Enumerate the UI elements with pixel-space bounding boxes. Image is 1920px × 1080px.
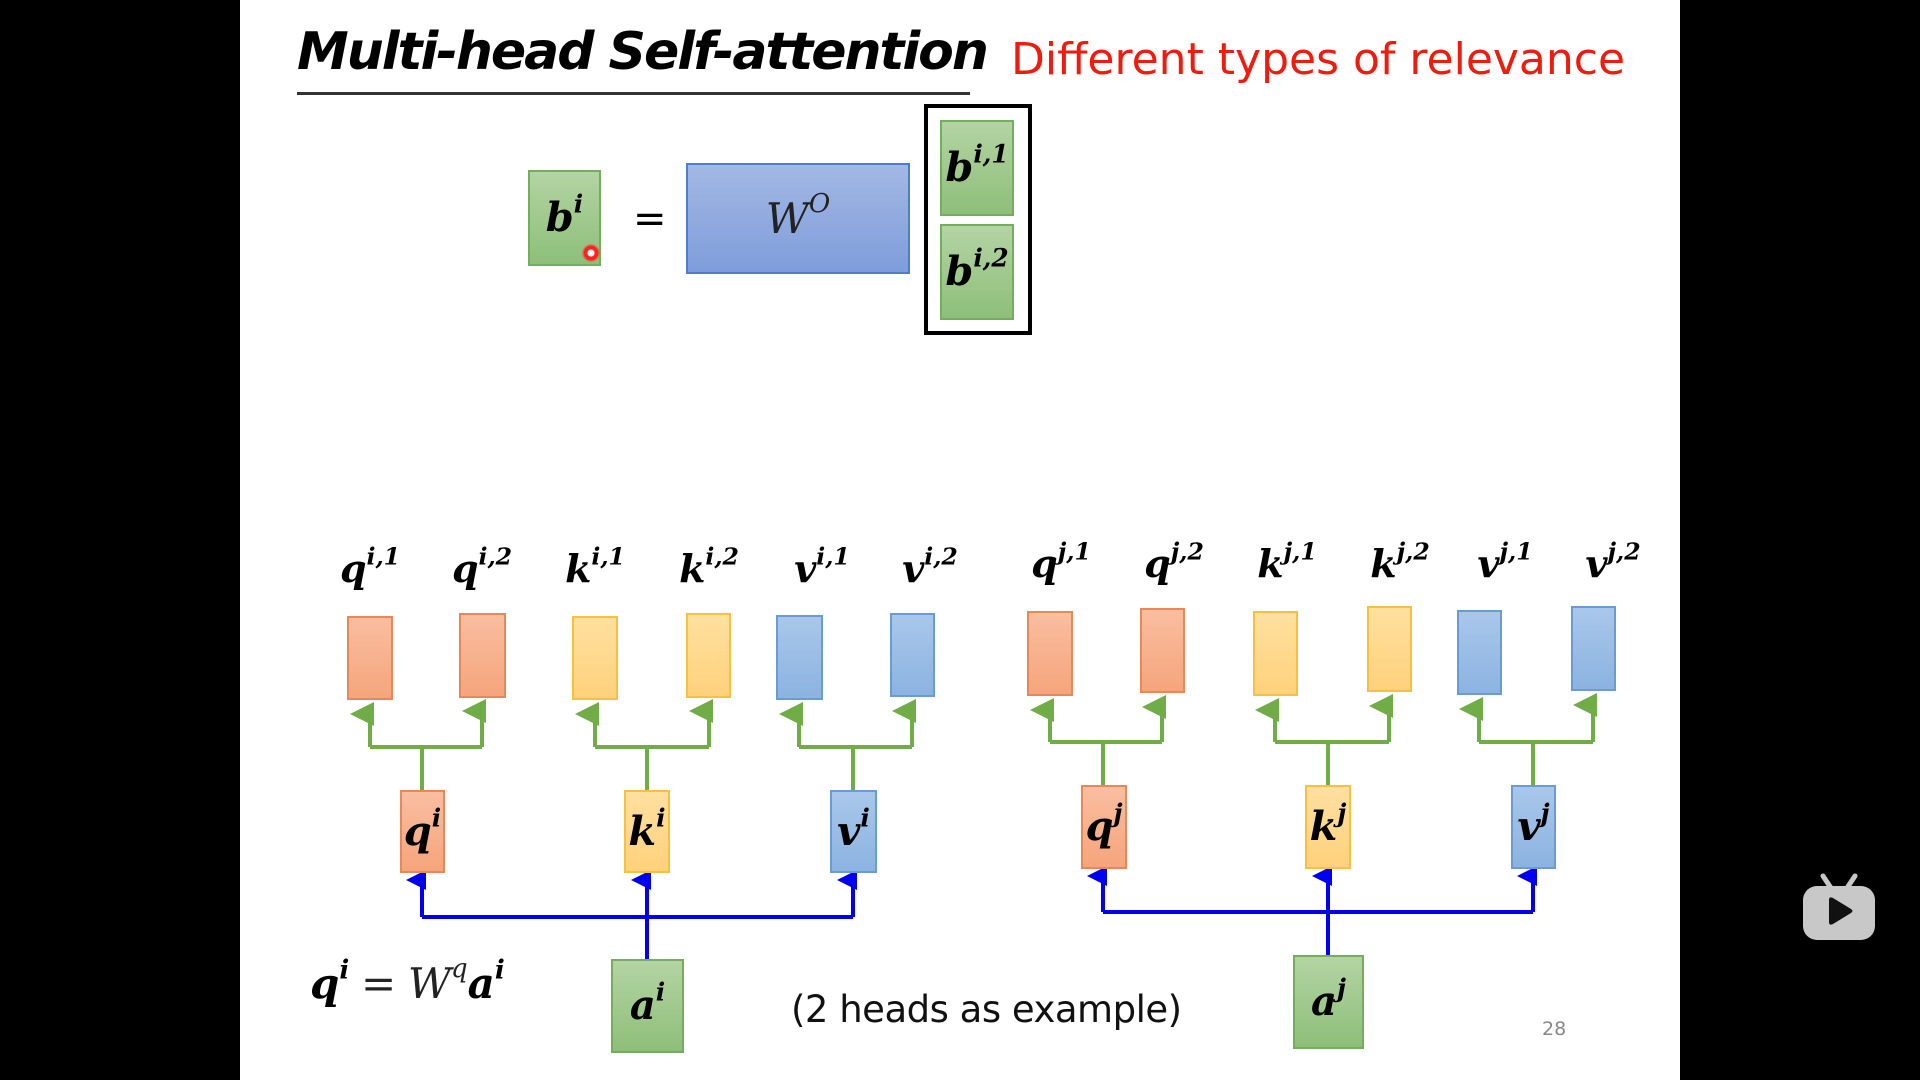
- heads-caption: (2 heads as example): [791, 988, 1182, 1031]
- query-label-q-j: qj: [1085, 798, 1123, 850]
- query-formula: qi = Wqai: [310, 954, 505, 1008]
- head-box-q-i-1: [347, 616, 393, 700]
- key-label-k-j: kj: [1309, 798, 1347, 850]
- head-label-q-j-2: qj,2: [1144, 537, 1204, 586]
- head-box-k-i-1: [572, 616, 618, 700]
- head-label-q-j-1: qj,1: [1031, 537, 1091, 586]
- pointer-cursor-icon: [582, 244, 600, 262]
- head-box-v-j-2: [1571, 606, 1616, 691]
- output-b-i-box: bi: [528, 170, 601, 266]
- head2-output-box: bi,2: [940, 224, 1014, 320]
- head-label-v-i-1: vi,1: [794, 542, 850, 591]
- head-label-q-i-1: qi,1: [339, 542, 401, 591]
- key-box-k-i: ki: [624, 790, 670, 873]
- input-label-a-j: aj: [1311, 973, 1346, 1025]
- value-box-v-i: vi: [830, 790, 877, 873]
- head2-output-label: bi,2: [945, 243, 1009, 295]
- input-box-a-i: ai: [611, 959, 684, 1053]
- head-label-v-j-1: vj,1: [1477, 537, 1533, 586]
- key-box-k-j: kj: [1305, 785, 1351, 869]
- head-box-k-j-2: [1367, 606, 1412, 692]
- head-box-k-i-2: [686, 613, 731, 698]
- slide-subtitle: Different types of relevance: [1011, 34, 1626, 85]
- slide-title: Multi-head Self-attention: [297, 22, 989, 82]
- weight-wo-box: WO: [686, 163, 910, 274]
- key-label-k-i: ki: [628, 802, 666, 855]
- bilibili-tv-play-icon[interactable]: [1801, 872, 1877, 942]
- head1-output-box: bi,1: [940, 120, 1014, 216]
- concat-bracket: [924, 104, 1032, 335]
- head-box-v-i-1: [776, 615, 823, 700]
- head-label-v-j-2: vj,2: [1585, 537, 1641, 586]
- head-box-k-j-1: [1253, 611, 1298, 696]
- page-number: 28: [1542, 1018, 1567, 1040]
- formula-rhs: ai: [467, 955, 505, 1008]
- formula-lhs: qi: [310, 955, 350, 1008]
- formula-equals: =: [360, 959, 397, 1008]
- head-label-k-i-2: ki,2: [679, 542, 739, 591]
- head-box-q-j-2: [1140, 608, 1185, 693]
- query-label-q-i: qi: [403, 802, 442, 855]
- title-underline: [297, 92, 970, 95]
- input-label-a-i: ai: [629, 977, 666, 1029]
- equals-sign: =: [633, 196, 667, 242]
- head-label-k-i-1: ki,1: [565, 542, 625, 591]
- formula-weight: Wq: [407, 954, 468, 1008]
- head1-output-label: bi,1: [945, 139, 1009, 191]
- head-box-v-j-1: [1457, 610, 1502, 695]
- slide: Multi-head Self-attention Different type…: [240, 0, 1680, 1080]
- head-label-k-j-2: kj,2: [1370, 537, 1430, 586]
- head-box-q-i-2: [459, 613, 506, 698]
- value-label-v-j: vj: [1517, 798, 1550, 850]
- head-box-q-j-1: [1027, 611, 1073, 696]
- query-box-q-j: qj: [1081, 785, 1127, 869]
- input-box-a-j: aj: [1293, 955, 1364, 1049]
- value-label-v-i: vi: [837, 802, 870, 855]
- output-b-i-label: bi: [545, 189, 584, 241]
- weight-wo-label: WO: [765, 188, 831, 243]
- head-label-k-j-1: kj,1: [1257, 537, 1317, 586]
- head-label-v-i-2: vi,2: [902, 542, 958, 591]
- query-box-q-i: qi: [400, 790, 445, 873]
- head-label-q-i-2: qi,2: [451, 542, 513, 591]
- value-box-v-j: vj: [1511, 785, 1556, 869]
- head-box-v-i-2: [890, 613, 935, 697]
